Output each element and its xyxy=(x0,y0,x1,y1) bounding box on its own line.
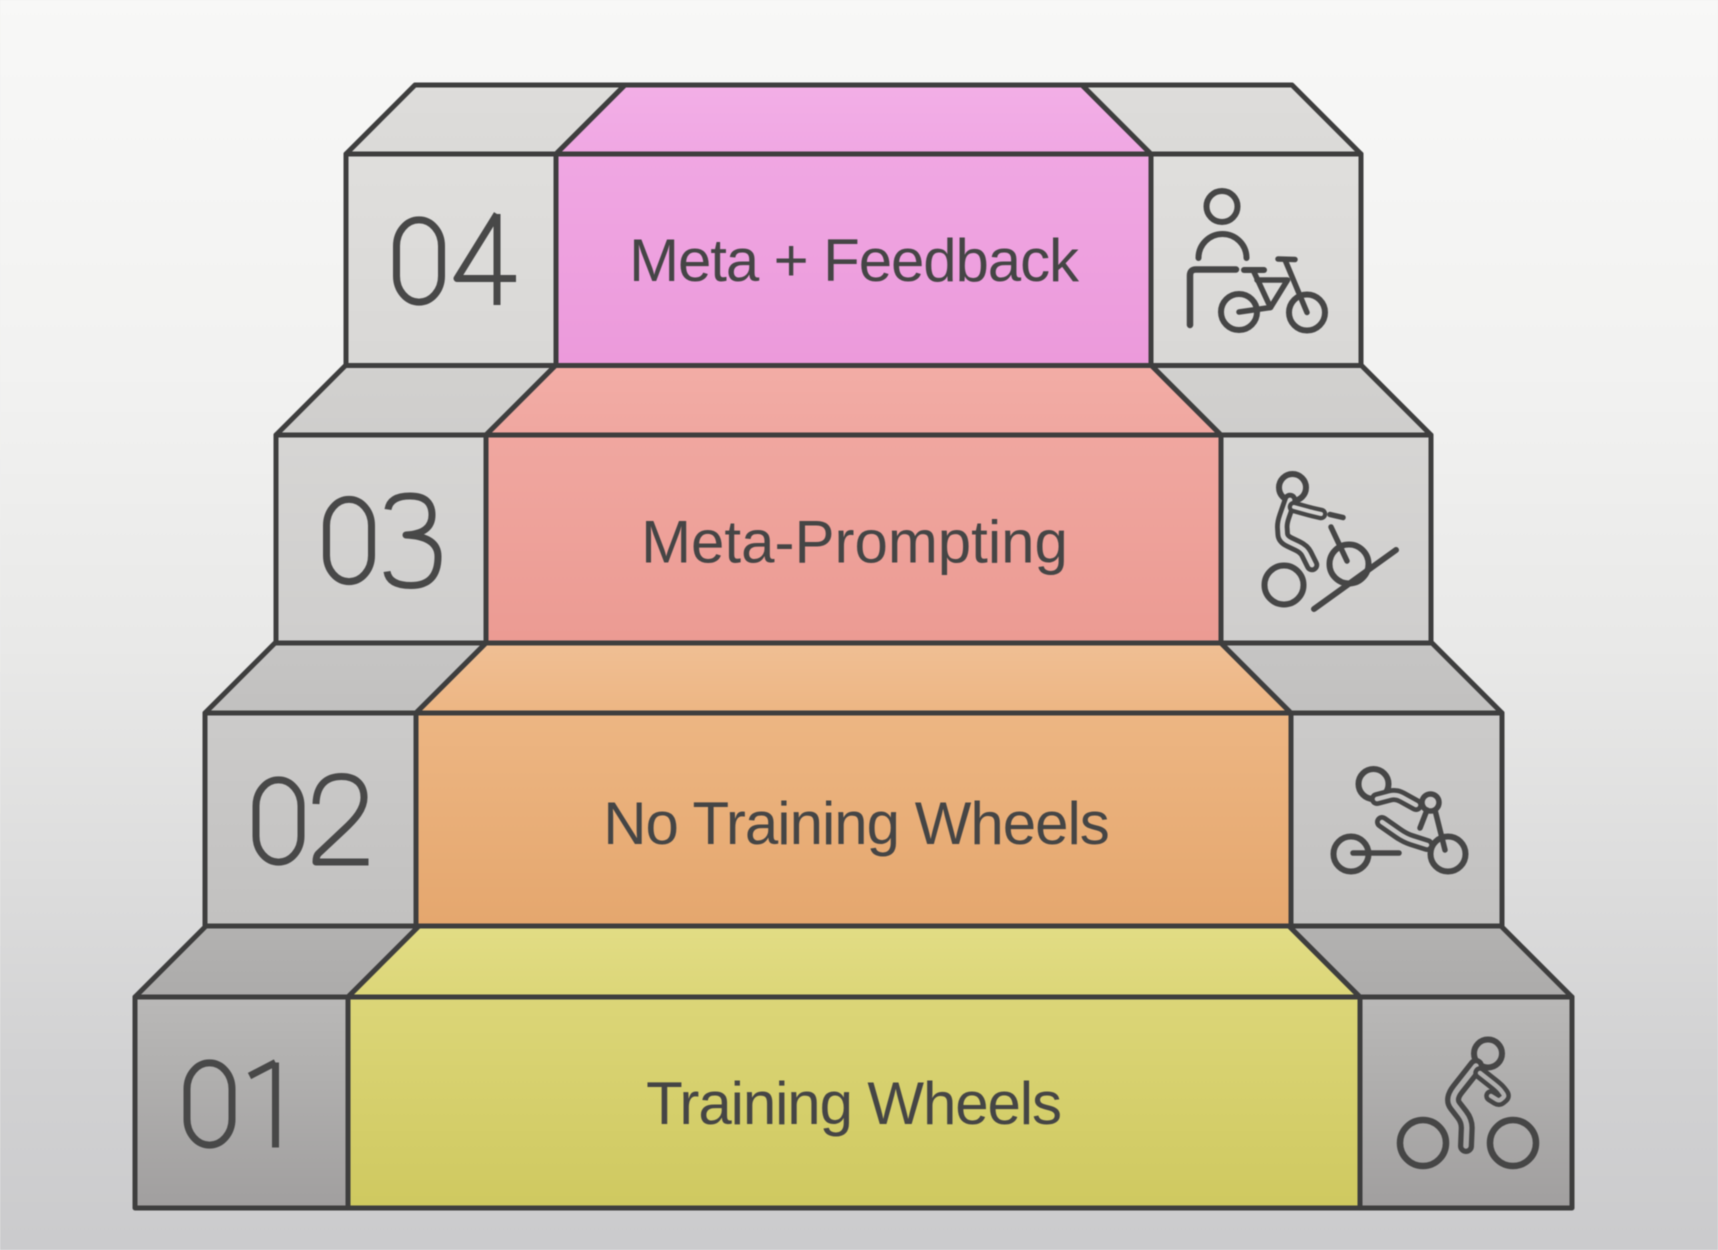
svg-text:No Training Wheels: No Training Wheels xyxy=(603,790,1109,857)
svg-text:Meta + Feedback: Meta + Feedback xyxy=(629,227,1080,294)
svg-text:Training Wheels: Training Wheels xyxy=(646,1070,1061,1137)
svg-text:Meta-Prompting: Meta-Prompting xyxy=(641,509,1068,576)
